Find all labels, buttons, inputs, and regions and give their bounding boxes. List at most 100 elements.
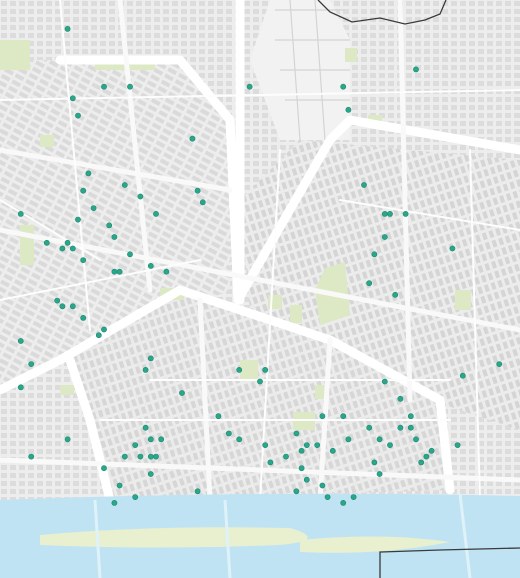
map-marker[interactable]: [189, 135, 196, 142]
map-marker[interactable]: [116, 482, 123, 489]
map-marker[interactable]: [366, 280, 373, 287]
map-marker[interactable]: [262, 442, 269, 448]
map-marker[interactable]: [381, 210, 388, 217]
map-marker[interactable]: [163, 268, 170, 275]
map-marker[interactable]: [319, 413, 326, 420]
map-marker[interactable]: [303, 442, 310, 448]
map-marker[interactable]: [69, 303, 76, 310]
map-marker[interactable]: [153, 453, 159, 460]
map-marker[interactable]: [80, 187, 87, 194]
map-marker[interactable]: [459, 372, 466, 379]
map-marker[interactable]: [293, 488, 300, 495]
map-marker[interactable]: [345, 436, 352, 443]
marker-layer[interactable]: [17, 25, 503, 506]
map-marker[interactable]: [101, 326, 107, 333]
map-marker[interactable]: [194, 187, 201, 194]
map-marker[interactable]: [324, 494, 331, 500]
map-marker[interactable]: [59, 245, 66, 252]
map-marker[interactable]: [298, 447, 305, 454]
map-marker[interactable]: [413, 66, 419, 73]
map-marker[interactable]: [267, 459, 274, 466]
map-marker[interactable]: [147, 355, 154, 362]
map-marker[interactable]: [54, 297, 61, 304]
map-marker[interactable]: [147, 453, 154, 460]
map-marker[interactable]: [376, 436, 383, 443]
map-marker[interactable]: [340, 83, 347, 90]
map-marker[interactable]: [371, 459, 378, 466]
map-marker[interactable]: [449, 245, 456, 252]
map-marker[interactable]: [142, 366, 149, 373]
map-marker[interactable]: [127, 83, 133, 90]
map-marker[interactable]: [127, 251, 133, 258]
map-marker[interactable]: [407, 413, 414, 420]
map-marker[interactable]: [28, 453, 35, 460]
map-marker[interactable]: [303, 476, 310, 483]
map-marker[interactable]: [111, 499, 118, 506]
map-marker[interactable]: [43, 239, 50, 246]
map-marker[interactable]: [298, 465, 305, 472]
map-marker[interactable]: [418, 459, 425, 466]
map-marker[interactable]: [64, 239, 71, 246]
map-marker[interactable]: [387, 442, 393, 448]
map-marker[interactable]: [454, 442, 461, 448]
map-marker[interactable]: [283, 453, 289, 460]
map-marker[interactable]: [194, 488, 201, 495]
map-marker[interactable]: [69, 245, 76, 252]
map-marker[interactable]: [111, 234, 118, 240]
map-marker[interactable]: [147, 262, 154, 269]
map-marker[interactable]: [106, 222, 113, 229]
map-marker[interactable]: [246, 83, 253, 90]
map-marker[interactable]: [17, 210, 24, 217]
map-marker[interactable]: [28, 361, 35, 367]
map-marker[interactable]: [397, 424, 404, 431]
map-marker[interactable]: [428, 447, 435, 454]
map-marker[interactable]: [80, 257, 87, 263]
map-marker[interactable]: [137, 193, 144, 200]
map-marker[interactable]: [496, 361, 503, 367]
map-marker[interactable]: [147, 436, 154, 443]
map-marker[interactable]: [116, 268, 123, 275]
map-marker[interactable]: [371, 251, 378, 258]
map-marker[interactable]: [153, 210, 159, 217]
map-marker[interactable]: [423, 453, 430, 460]
map-marker[interactable]: [402, 210, 409, 217]
map-marker[interactable]: [64, 25, 71, 32]
map-marker[interactable]: [387, 210, 393, 217]
map-marker[interactable]: [314, 442, 321, 448]
map-marker[interactable]: [121, 182, 128, 188]
map-marker[interactable]: [407, 424, 414, 431]
map-marker[interactable]: [85, 170, 92, 177]
map-marker[interactable]: [132, 442, 139, 448]
map-marker[interactable]: [147, 471, 154, 477]
map-marker[interactable]: [95, 332, 102, 339]
map-marker[interactable]: [215, 413, 222, 420]
map-marker[interactable]: [17, 338, 24, 344]
map-marker[interactable]: [158, 436, 165, 443]
map-marker[interactable]: [59, 303, 66, 310]
map-marker[interactable]: [262, 366, 269, 373]
map-marker[interactable]: [101, 83, 107, 90]
map-marker[interactable]: [376, 471, 383, 477]
map-marker[interactable]: [381, 234, 388, 240]
map-marker[interactable]: [69, 95, 76, 102]
map-marker[interactable]: [179, 390, 185, 396]
map-marker[interactable]: [111, 268, 118, 275]
map-marker[interactable]: [199, 199, 206, 206]
map-marker[interactable]: [345, 106, 352, 113]
map-marker[interactable]: [340, 499, 347, 506]
map-marker[interactable]: [137, 453, 144, 460]
map-marker[interactable]: [121, 453, 128, 460]
map-marker[interactable]: [293, 430, 300, 437]
map-marker[interactable]: [340, 413, 347, 420]
map-marker[interactable]: [366, 424, 373, 431]
map-marker[interactable]: [75, 112, 81, 119]
map-marker[interactable]: [392, 291, 399, 298]
map-marker[interactable]: [17, 384, 24, 391]
map-marker[interactable]: [90, 205, 97, 211]
map-marker[interactable]: [80, 314, 87, 321]
map-marker[interactable]: [101, 465, 107, 472]
map-marker[interactable]: [381, 378, 388, 385]
map-marker[interactable]: [225, 430, 232, 437]
